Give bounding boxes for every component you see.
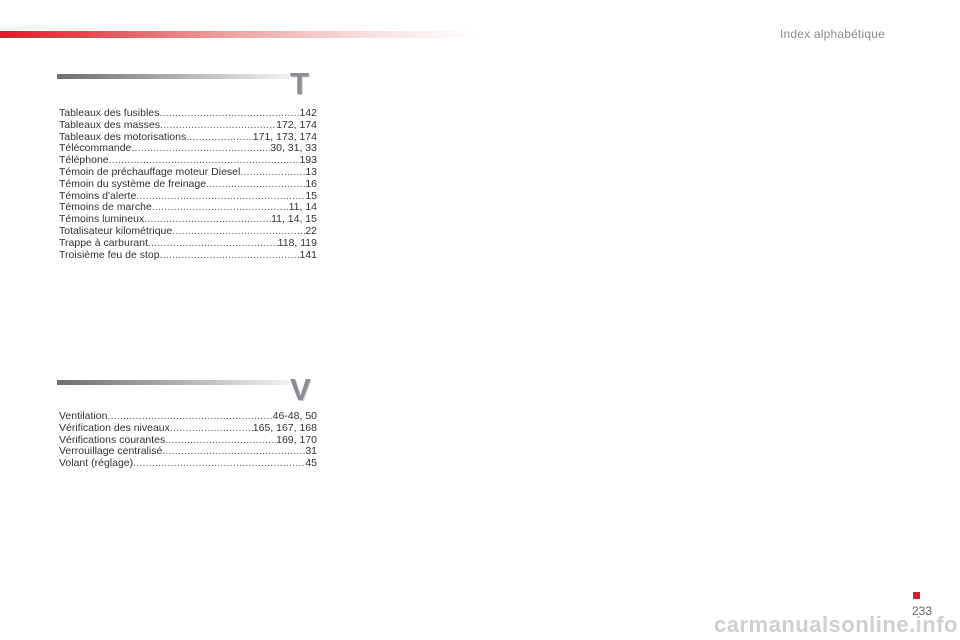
entry-term: Volant (réglage) (59, 457, 134, 470)
entry-pages: 141 (299, 248, 317, 261)
entry-term: Ventilation (59, 410, 108, 422)
index-entry: Ventilation 46-48, 50 (59, 410, 317, 423)
index-entry: Tableaux des motorisations 171, 173, 174 (59, 130, 317, 144)
leader-dots (206, 179, 305, 191)
leader-dots (160, 120, 276, 132)
section-divider-t (57, 74, 289, 79)
entry-term: Télécommande (59, 142, 132, 155)
entry-pages: 11, 14 (288, 201, 317, 214)
entry-term: Témoins d'alerte (59, 189, 137, 202)
index-entry: Vérifications courantes 169, 170 (59, 433, 317, 447)
index-entry: Troisième feu de stop 141 (59, 248, 317, 262)
entry-term: Tableaux des masses (59, 118, 160, 131)
entry-term: Totalisateur kilométrique (59, 224, 173, 237)
index-entry: Télécommande 30, 31, 33 (59, 143, 317, 155)
page-title: Index alphabétique (779, 27, 885, 41)
corner-marker (913, 592, 920, 599)
index-entry: Témoin de préchauffage moteur Diesel 13 (59, 165, 317, 179)
watermark: carmanualsonline.info (714, 612, 958, 637)
entry-pages: 22 (305, 224, 317, 237)
index-entry: Vérification des niveaux 165, 167, 168 (59, 421, 317, 435)
entry-pages: 30, 31, 33 (270, 142, 317, 155)
index-entry: Tableaux des fusibles 142 (59, 107, 317, 120)
entry-term: Témoin du système de freinage (59, 177, 207, 190)
leader-dots (148, 238, 278, 250)
entry-pages: 169, 170 (276, 433, 317, 446)
entry-pages: 15 (305, 189, 317, 202)
leader-dots (165, 435, 276, 447)
section-letter-t: T (290, 66, 309, 101)
entry-pages: 46-48, 50 (272, 410, 317, 422)
entry-term: Témoins de marche (59, 201, 152, 214)
entry-pages: 118, 119 (277, 236, 317, 249)
entry-pages: 31 (305, 445, 317, 458)
entry-pages: 16 (305, 177, 317, 190)
leader-dots (186, 132, 253, 144)
entry-pages: 171, 173, 174 (252, 130, 317, 143)
leader-dots (136, 191, 305, 203)
entry-term: Tableaux des motorisations (59, 130, 187, 143)
entry-term: Tableaux des fusibles (59, 107, 160, 119)
entry-term: Téléphone (59, 154, 109, 167)
entry-term: Témoins lumineux (59, 213, 145, 226)
index-entry: Verrouillage centralisé 31 (59, 446, 317, 458)
entry-pages: 142 (299, 107, 317, 119)
leader-dots (170, 423, 253, 435)
index-list-t: Tableaux des fusibles 142 Tableaux des m… (59, 107, 317, 262)
index-entry: Tableaux des masses 172, 174 (59, 118, 317, 132)
section-letter-v: V (290, 372, 311, 407)
entry-term: Vérifications courantes (59, 433, 166, 446)
index-entry: Totalisateur kilométrique 22 (59, 224, 317, 238)
index-entry: Témoins d'alerte 15 (59, 189, 317, 203)
index-entry: Témoins lumineux 11, 14, 15 (59, 213, 317, 226)
entry-term: Vérification des niveaux (59, 421, 170, 434)
index-list-v: Ventilation 46-48, 50 Vérification des n… (59, 410, 317, 470)
index-entry: Téléphone 193 (59, 154, 317, 167)
leader-dots (162, 446, 305, 458)
entry-pages: 172, 174 (276, 118, 317, 131)
entry-pages: 13 (305, 165, 317, 178)
entry-term: Troisième feu de stop (59, 248, 160, 261)
index-entry: Volant (réglage) 45 (59, 457, 317, 470)
index-entry: Témoin du système de freinage 16 (59, 177, 317, 191)
index-entry: Témoins de marche 11, 14 (59, 202, 317, 214)
leader-dots (131, 143, 270, 155)
entry-term: Verrouillage centralisé (59, 445, 163, 458)
entry-term: Trappe à carburant (59, 236, 148, 249)
entry-pages: 165, 167, 168 (252, 421, 317, 434)
entry-pages: 45 (305, 457, 317, 470)
entry-pages: 11, 14, 15 (271, 213, 317, 226)
page-number: 233 (912, 604, 933, 618)
section-divider-v (57, 380, 289, 385)
entry-pages: 193 (299, 154, 317, 167)
leader-dots (172, 226, 305, 238)
header-accent-bar (0, 31, 480, 38)
index-entry: Trappe à carburant 118, 119 (59, 236, 317, 250)
leader-dots (160, 250, 300, 262)
leader-dots (152, 202, 289, 214)
leader-dots (133, 458, 305, 470)
entry-term: Témoin de préchauffage moteur Diesel (59, 165, 241, 178)
leader-dots (240, 167, 305, 179)
